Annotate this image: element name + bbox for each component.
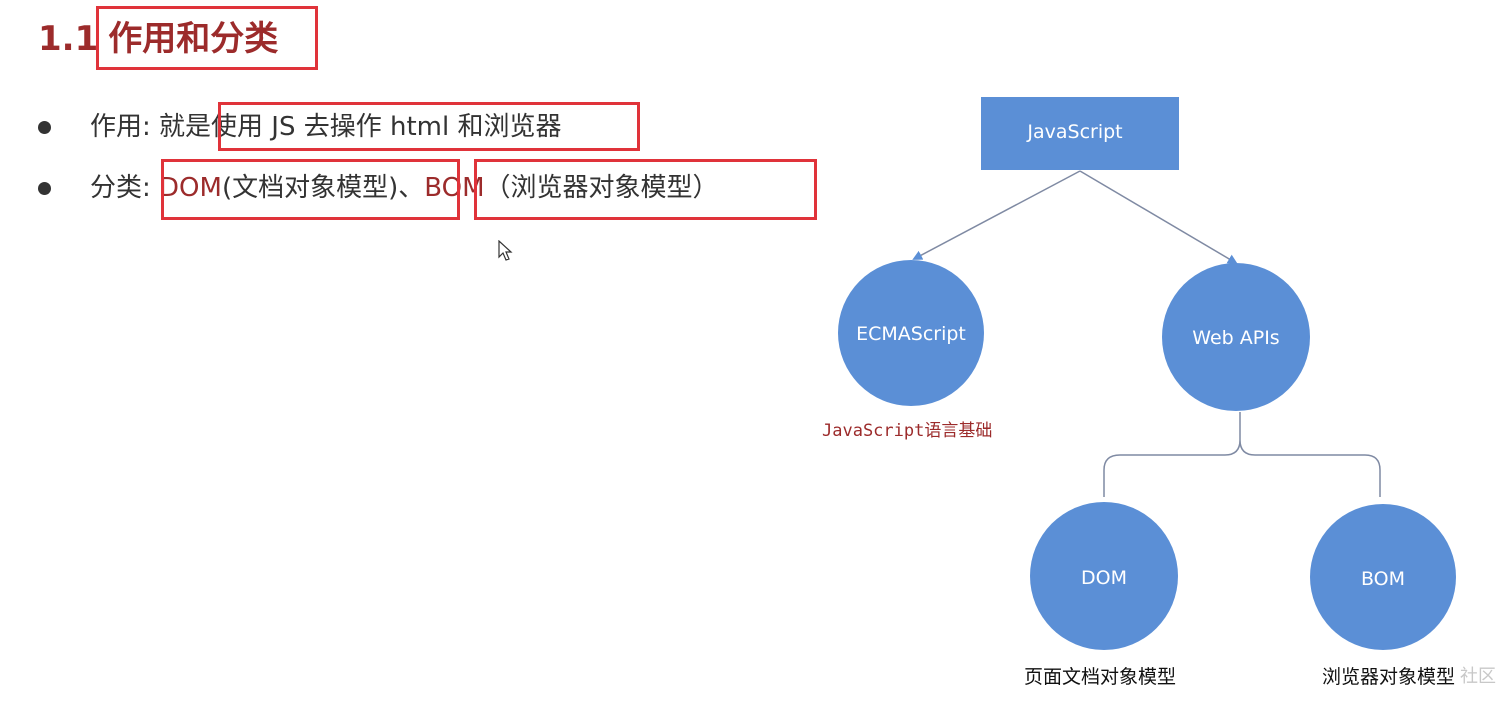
title-highlight-box <box>96 6 318 70</box>
watermark-text: 社区 <box>1460 666 1496 687</box>
javascript-node <box>981 97 1179 170</box>
dom-highlight-box <box>161 159 460 220</box>
separator: 、 <box>398 173 425 203</box>
webapis-label: Web APIs <box>1192 327 1279 349</box>
ecmascript-node <box>838 260 984 406</box>
bullet-dot <box>38 182 51 195</box>
categories-prefix: 分类: <box>90 173 151 203</box>
bom-caption: 浏览器对象模型 <box>1322 666 1456 688</box>
bom-label: BOM <box>1361 568 1405 590</box>
bom-node <box>1310 504 1456 650</box>
dom-label: DOM <box>1081 567 1127 589</box>
bom-highlight-box <box>474 159 817 220</box>
dom-node <box>1030 502 1178 650</box>
connector-webapis <box>1079 170 1238 265</box>
connector-ecma <box>912 170 1081 260</box>
bullet-categories: 分类: DOM(文档对象模型)、BOM（浏览器对象模型） <box>90 168 719 208</box>
section-number: 1.1 <box>38 19 99 59</box>
purpose-highlight: 使用 JS 去操作 html 和浏览器 <box>211 112 562 142</box>
dom-term: DOM <box>159 173 222 203</box>
bullet-dot <box>38 121 51 134</box>
bullet-purpose: 作用: 就是使用 JS 去操作 html 和浏览器 <box>90 107 562 147</box>
webapis-node <box>1162 263 1310 411</box>
bracket-connector <box>1103 412 1381 497</box>
dom-desc: (文档对象模型) <box>221 173 399 203</box>
purpose-prefix: 作用: 就是 <box>90 112 212 142</box>
ecmascript-caption: JavaScript语言基础 <box>822 421 993 441</box>
mouse-cursor-icon <box>498 240 513 261</box>
section-title: 作用和分类 <box>108 19 279 59</box>
purpose-highlight-box <box>218 102 640 151</box>
bom-desc: （浏览器对象模型） <box>484 173 719 203</box>
dom-caption: 页面文档对象模型 <box>1024 666 1177 688</box>
ecmascript-label: ECMAScript <box>856 323 966 345</box>
javascript-label: JavaScript <box>1026 121 1122 143</box>
